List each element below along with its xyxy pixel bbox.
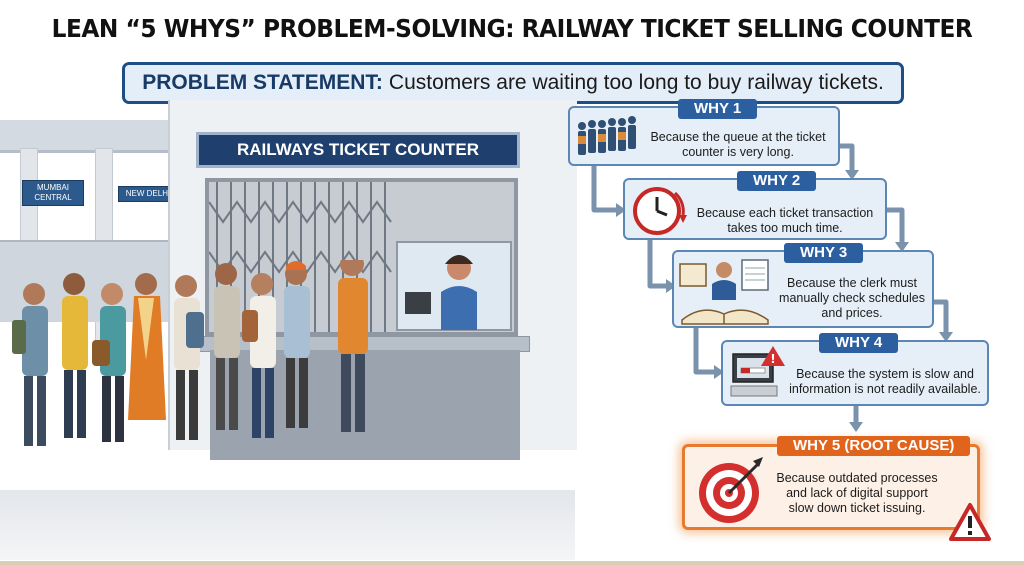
- why-3-label: WHY 3: [784, 243, 864, 263]
- why-2-text: Because each ticket transaction takes to…: [696, 206, 874, 235]
- target-icon: [699, 457, 763, 523]
- why-1-box: WHY 1 Because the queue at the ticket co…: [568, 99, 840, 166]
- svg-text:!: !: [770, 352, 775, 366]
- bottom-strip: [0, 561, 1024, 565]
- why-4-label: WHY 4: [819, 333, 899, 353]
- why-5-text: Because outdated processes and lack of d…: [776, 471, 938, 515]
- floor: [0, 490, 575, 560]
- why-4-box: WHY 4 ! Because the system is slow and i…: [721, 333, 989, 406]
- why-2-box: WHY 2 Because each ticket transaction ta…: [623, 171, 887, 240]
- why-2-label: WHY 2: [737, 171, 817, 191]
- station-sign-mumbai: MUMBAI CENTRAL: [22, 180, 84, 206]
- why-3-text: Because the clerk must manually check sc…: [779, 276, 925, 320]
- customer-queue-illustration: [12, 260, 368, 446]
- problem-statement: PROBLEM STATEMENT: Customers are waiting…: [122, 62, 904, 104]
- problem-label: PROBLEM STATEMENT:: [142, 71, 383, 94]
- clock-icon: [633, 187, 687, 235]
- ticket-counter-scene: MUMBAI CENTRAL NEW DELHI RAILWAYS TICKET…: [0, 100, 577, 560]
- why-4-text: Because the system is slow and informati…: [789, 367, 981, 396]
- page-title: LEAN “5 WHYS” PROBLEM-SOLVING: RAILWAY T…: [51, 14, 973, 43]
- warning-icon: [949, 503, 991, 541]
- why-5-label: WHY 5 (ROOT CAUSE): [777, 436, 971, 456]
- slow-computer-icon: !: [730, 346, 785, 397]
- why-3-box: WHY 3 Because the clerk must manually ch…: [672, 243, 934, 328]
- clerk-books-icon: [679, 259, 769, 325]
- problem-text: Customers are waiting too long to buy ra…: [388, 71, 884, 94]
- why-5-root-cause-box: WHY 5 (ROOT CAUSE) Because outdated proc…: [682, 436, 980, 530]
- counter-sign: RAILWAYS TICKET COUNTER: [196, 132, 520, 168]
- why-1-label: WHY 1: [678, 99, 758, 119]
- platform-roof: [0, 120, 175, 153]
- queue-icon: [578, 116, 636, 155]
- why-1-text: Because the queue at the ticket counter …: [650, 130, 826, 159]
